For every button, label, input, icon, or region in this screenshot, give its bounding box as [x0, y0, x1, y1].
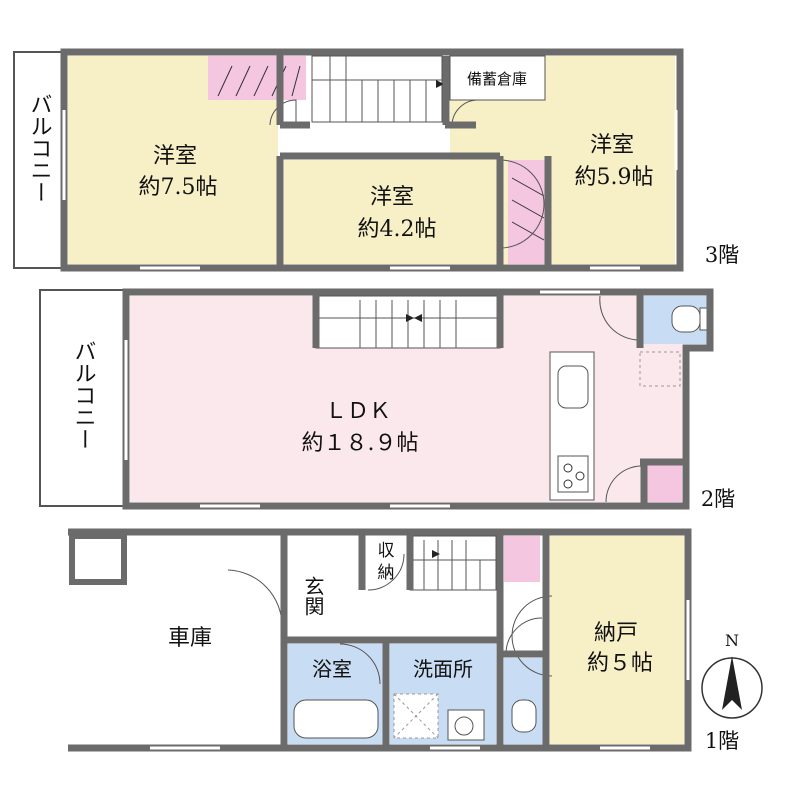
room-3f-center-name: 洋室 [370, 185, 414, 210]
toilet-1f-bowl [511, 699, 537, 733]
washer-cross [393, 693, 439, 739]
floor-3: バルコニー 洋室 約7.5帖 洋室 約4.2帖 洋室 約5.9帖 備蓄倉庫 3階 [13, 48, 739, 272]
stairs-3f-arrow [436, 80, 444, 88]
stairs-2f-arrow-back [414, 314, 422, 322]
closet-1f-pink [504, 536, 540, 582]
walls-2f [122, 288, 714, 510]
floor-2-label: 2階 [701, 487, 735, 511]
stairs-3f [311, 55, 443, 123]
compass-needle [722, 656, 742, 710]
compass-north-label: N [725, 631, 739, 650]
wash-basin [447, 709, 485, 741]
stove-burner-c [563, 479, 573, 489]
fridge-space [639, 351, 681, 387]
garage-label: 車庫 [168, 626, 212, 651]
balcony-2f-label: バルコニー [71, 340, 96, 450]
stairs-2f-arrow [406, 314, 414, 322]
storage-3f [449, 55, 546, 101]
ldk-size: 約１８.９帖 [302, 431, 419, 456]
storeroom [550, 536, 684, 744]
walls-3f [60, 48, 684, 272]
closet-3f-a [208, 56, 306, 100]
sink [557, 365, 589, 409]
entrance [288, 566, 334, 636]
bath-label: 浴室 [312, 657, 352, 681]
compass: N [701, 631, 763, 719]
room-3f-west-name: 洋室 [153, 144, 197, 169]
closet-3f-a-doors [217, 65, 301, 97]
door-2f-closet [605, 465, 645, 503]
closet-3f-b-doors [511, 177, 545, 241]
storage-3f-label: 備蓄倉庫 [467, 70, 527, 88]
floor-3-label: 3階 [705, 243, 739, 267]
door-1f-toilet [505, 617, 543, 655]
stairs-2f-treads [316, 300, 500, 348]
closet-2f [644, 462, 682, 502]
door-1f-closet [367, 553, 405, 591]
balcony-3f [13, 51, 65, 269]
windows-2f [124, 290, 600, 508]
stairs-3f-treads [312, 56, 442, 122]
floor-1: 車庫 玄関 収 納 浴室 洗面所 納戸 約５帖 1階 [68, 528, 739, 753]
balcony-2f [39, 289, 125, 507]
stairs-1f-treads [410, 540, 496, 590]
floor-2: バルコニー ＬＤＫ 約１８.９帖 2階 [39, 288, 735, 511]
ldk-name: ＬＤＫ [325, 399, 391, 424]
basin-bowl [454, 716, 474, 736]
balcony-3f-label: バルコニー [27, 93, 52, 203]
storeroom-name: 納戸 [594, 621, 638, 646]
entrance-label: 玄関 [301, 576, 325, 616]
room-3f-west-size: 約7.5帖 [139, 175, 218, 200]
closet-1f-label-top: 収 [378, 541, 395, 561]
closet-3f-b [508, 160, 548, 264]
stairs-1f-arrow [432, 550, 440, 558]
bathtub [293, 699, 379, 739]
door-3f-center [499, 159, 545, 249]
door-3f-east [451, 99, 479, 126]
stairs-1f [409, 535, 497, 591]
washroom-label: 洗面所 [413, 657, 473, 681]
toilet-2f-bowl [671, 305, 701, 333]
storeroom-size: 約５帖 [587, 651, 653, 676]
stove-burner-a [563, 463, 573, 473]
windows-3f [62, 110, 678, 270]
windows-1f [150, 600, 690, 750]
room-3f-east-size: 約5.9帖 [575, 165, 654, 190]
room-3f-center-size: 約4.2帖 [358, 217, 437, 242]
door-2f-toilet [599, 295, 641, 341]
stove-burner-b [575, 471, 585, 481]
room-3f-east-name: 洋室 [590, 133, 634, 158]
stove [557, 455, 589, 493]
floor-1-label: 1階 [705, 729, 739, 753]
garage-column [69, 533, 127, 585]
door-1f-bath [339, 643, 381, 685]
door-1f-storeroom [511, 595, 553, 677]
closet-1f-label-bottom: 納 [378, 563, 395, 583]
